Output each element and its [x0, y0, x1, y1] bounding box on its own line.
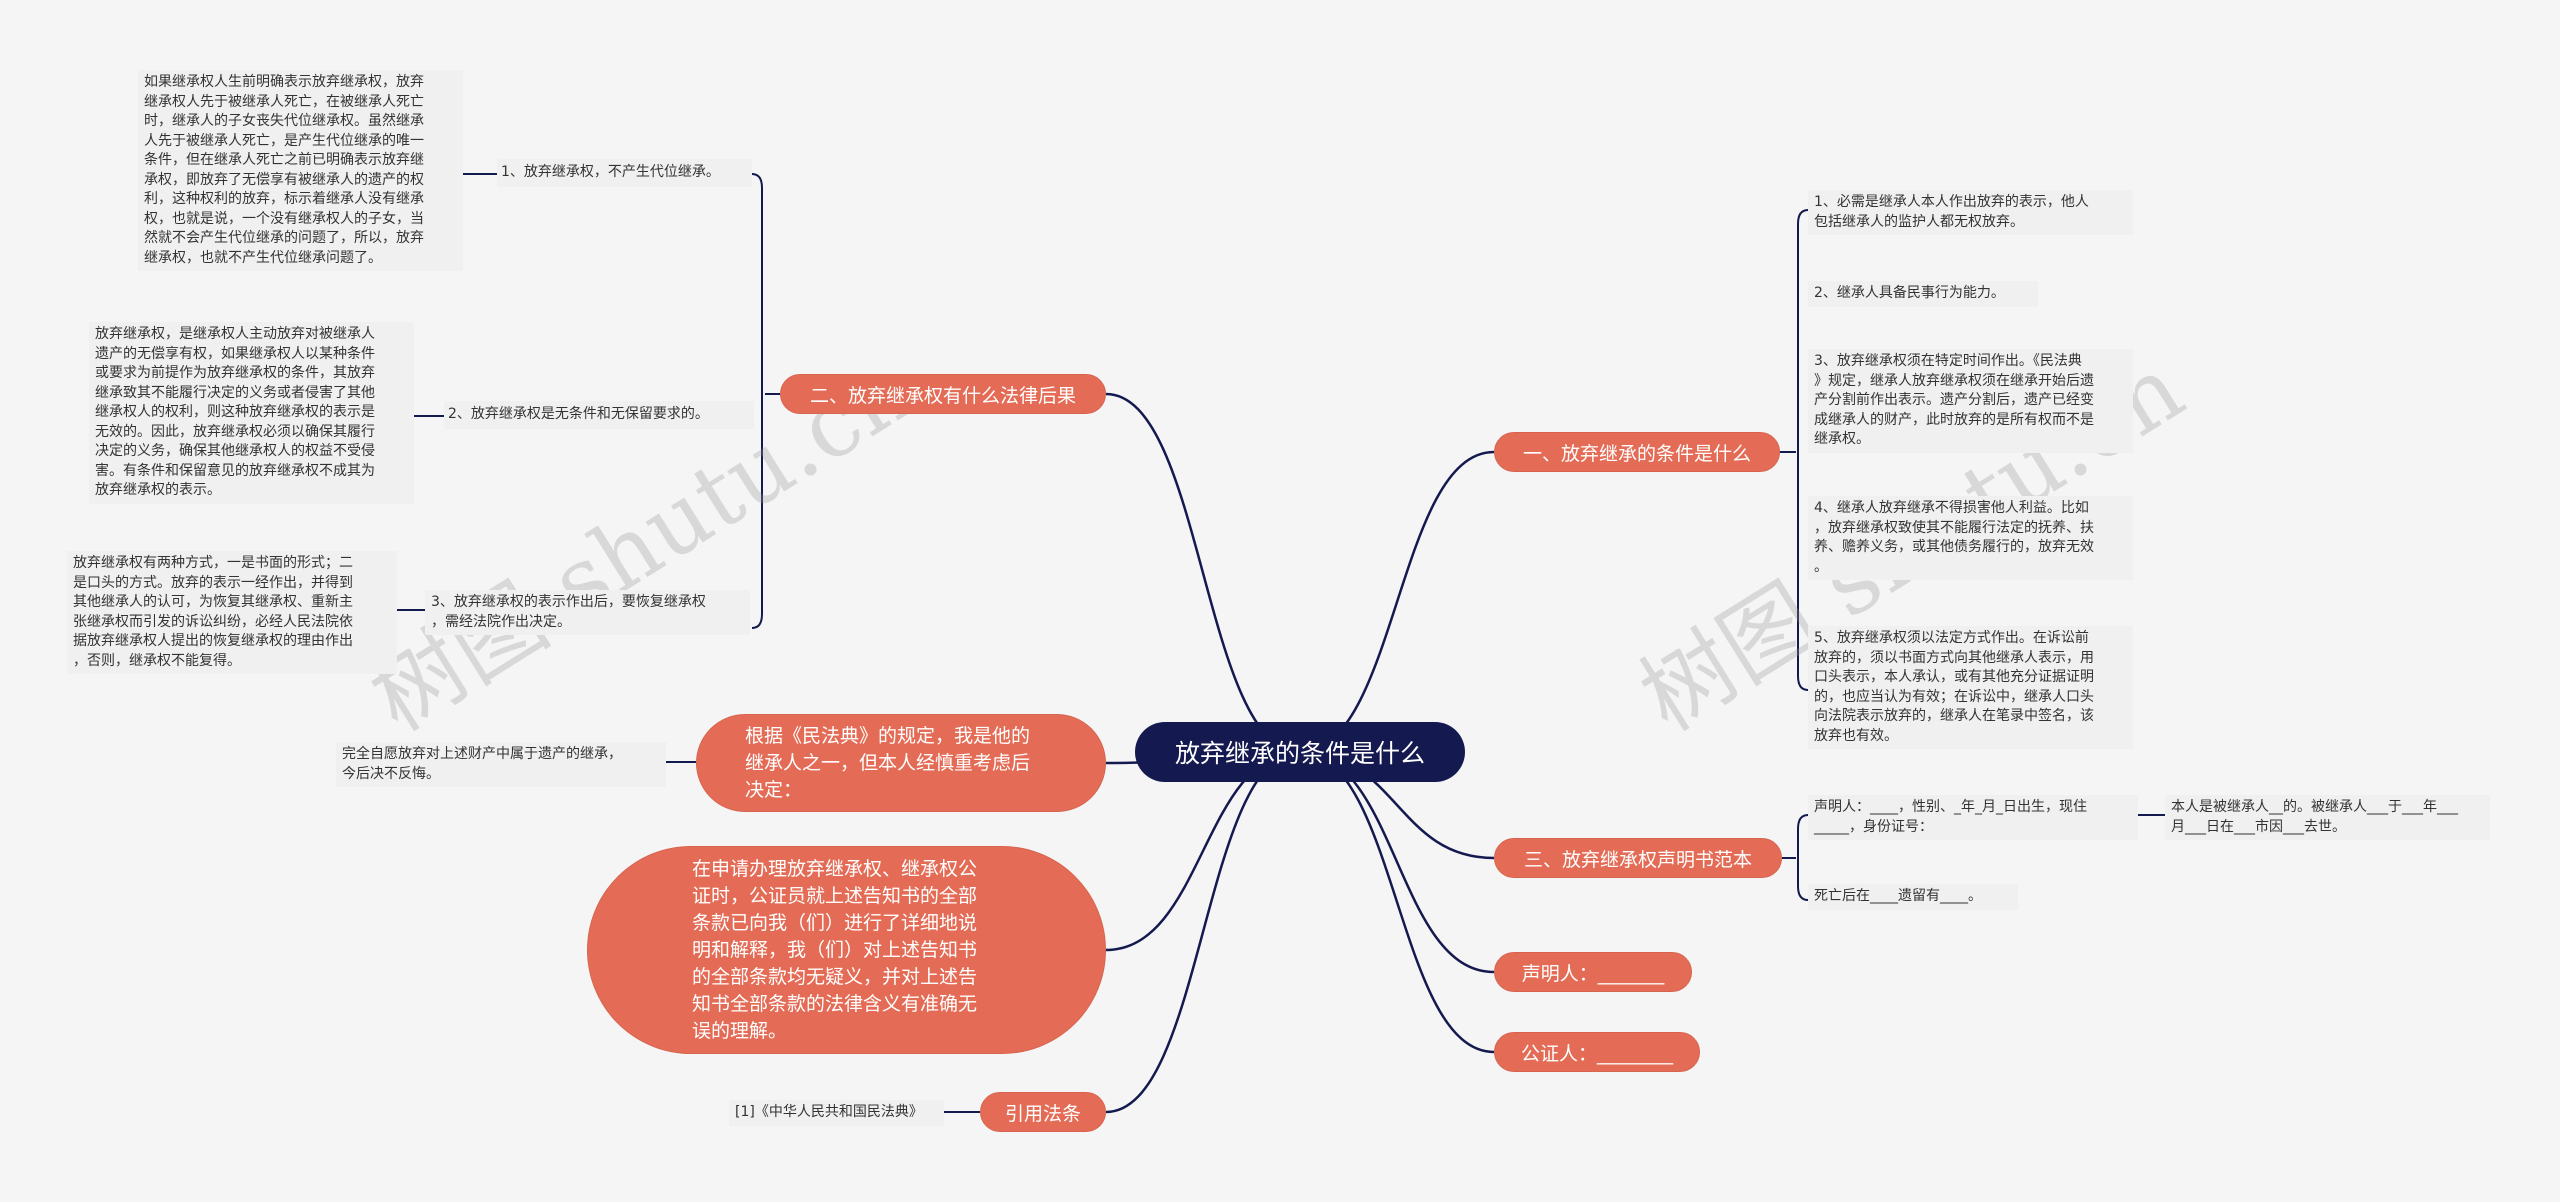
template-detail-decedent: 本人是被继承人__的。被继承人___于___年___ 月___日在___市因__… [2165, 795, 2490, 840]
edge-template-bracket [1797, 814, 1809, 901]
edge-root-conditions [1299, 450, 1495, 754]
leaf-no-subrogation[interactable]: 1、放弃继承权，不产生代位继承。 [497, 159, 752, 187]
detail-citation: [1]《中华人民共和国民法典》 [729, 1100, 944, 1126]
edge-root-notary [1299, 750, 1495, 1054]
detail-unconditional: 放弃继承权，是继承权人主动放弃对被继承人 遗产的无偿享有权，如果继承权人以某种条… [89, 322, 414, 504]
condition-item-5[interactable]: 5、放弃继承权须以法定方式作出。在诉讼前 放弃的，须以书面方式向其他继承人表示，… [1808, 626, 2133, 749]
template-item-estate[interactable]: 死亡后在____遗留有____。 [1808, 884, 2018, 910]
condition-item-4[interactable]: 4、继承人放弃继承不得损害他人利益。比如 ，放弃继承权致使其不能履行法定的抚养、… [1808, 496, 2133, 580]
edge-conditions-bracket [1797, 209, 1809, 691]
inheritance-decision-text: 根据《民法典》的规定，我是他的 继承人之一，但本人经慎重考虑后 决定： [745, 724, 1031, 801]
branch-notary[interactable]: 公证人：________ [1494, 1032, 1700, 1072]
edge-legal-bracket [751, 173, 763, 629]
detail-restore-right: 放弃继承权有两种方式，一是书面的形式；二 是口头的方式。放弃的表示一经作出，并得… [67, 551, 397, 674]
notary-statement-text: 在申请办理放弃继承权、继承权公 证时，公证员就上述告知书的全部 条款已向我（们）… [692, 857, 978, 1042]
edge-root-legal [1105, 392, 1301, 754]
branch-inheritance-decision[interactable]: 根据《民法典》的规定，我是他的 继承人之一，但本人经慎重考虑后 决定： [696, 714, 1106, 812]
branch-citation[interactable]: 引用法条 [980, 1092, 1106, 1132]
detail-no-subrogation: 如果继承权人生前明确表示放弃继承权，放弃 继承权人先于被继承人死亡，在被继承人死… [138, 70, 463, 271]
branch-conditions[interactable]: 一、放弃继承的条件是什么 [1494, 432, 1780, 472]
leaf-unconditional[interactable]: 2、放弃继承权是无条件和无保留要求的。 [444, 401, 754, 429]
condition-item-3[interactable]: 3、放弃继承权须在特定时间作出。《民法典 》规定，继承人放弃继承权须在继承开始后… [1808, 349, 2133, 453]
branch-declarant[interactable]: 声明人：_______ [1494, 952, 1692, 992]
branch-template[interactable]: 三、放弃继承权声明书范本 [1494, 838, 1782, 878]
branch-notary-statement[interactable]: 在申请办理放弃继承权、继承权公 证时，公证员就上述告知书的全部 条款已向我（们）… [587, 846, 1106, 1054]
condition-item-2[interactable]: 2、继承人具备民事行为能力。 [1808, 281, 2038, 307]
branch-legal-consequences[interactable]: 二、放弃继承权有什么法律后果 [780, 374, 1106, 414]
root-topic[interactable]: 放弃继承的条件是什么 [1135, 722, 1465, 782]
detail-inheritance-decision: 完全自愿放弃对上述财产中属于遗产的继承， 今后决不反悔。 [336, 742, 666, 787]
edge-root-citation [1105, 750, 1301, 1114]
condition-item-1[interactable]: 1、必需是继承人本人作出放弃的表示，他人 包括继承人的监护人都无权放弃。 [1808, 190, 2133, 235]
template-item-declarant-info[interactable]: 声明人：____，性别、_年_月_日出生，现住 _____，身份证号： [1808, 795, 2138, 840]
leaf-restore-right[interactable]: 3、放弃继承权的表示作出后，要恢复继承权 ，需经法院作出决定。 [425, 590, 750, 635]
edge-root-declarant [1299, 750, 1495, 974]
